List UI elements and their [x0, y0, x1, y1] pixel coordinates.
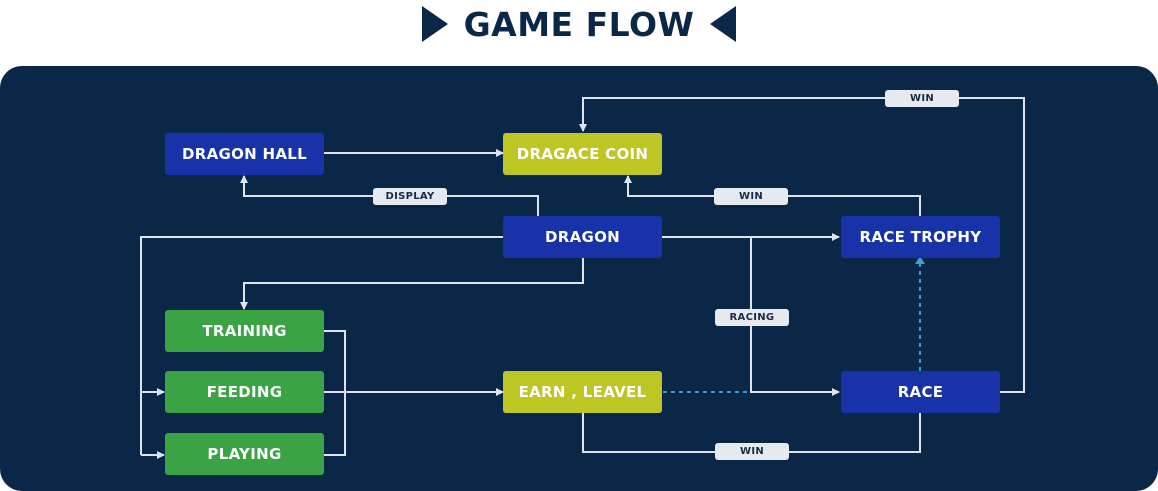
- node-dragace-coin: DRAGACE COIN: [503, 133, 662, 175]
- edge-label-display: DISPLAY: [373, 188, 447, 205]
- edge-dragon-left-trunk: [140, 236, 503, 455]
- edge-dragon-to-race: [750, 237, 840, 396]
- node-dragon: DRAGON: [503, 216, 662, 258]
- node-dragon-hall: DRAGON HALL: [165, 133, 324, 175]
- edge-race-to-coin: [579, 97, 1025, 393]
- triangle-left-icon: [710, 6, 737, 42]
- node-training: TRAINING: [165, 310, 324, 352]
- node-earn-leavel: EARN , LEAVEL: [503, 371, 662, 413]
- edge-label-racing: RACING: [715, 309, 789, 326]
- node-feeding: FEEDING: [165, 371, 324, 413]
- node-race: RACE: [841, 371, 1000, 413]
- node-race-trophy: RACE TROPHY: [841, 216, 1000, 258]
- edge-label-win-bottom: WIN: [715, 443, 789, 460]
- triangle-right-icon: [421, 6, 448, 42]
- title-bar: GAME FLOW: [0, 0, 1158, 48]
- edge-dragon-to-training: [240, 258, 584, 310]
- arrow-trophy-dashed: [915, 256, 925, 264]
- page-title: GAME FLOW: [463, 4, 695, 44]
- edge-label-win-top: WIN: [885, 90, 959, 107]
- node-playing: PLAYING: [165, 433, 324, 475]
- edge-label-win-trophy: WIN: [714, 188, 788, 205]
